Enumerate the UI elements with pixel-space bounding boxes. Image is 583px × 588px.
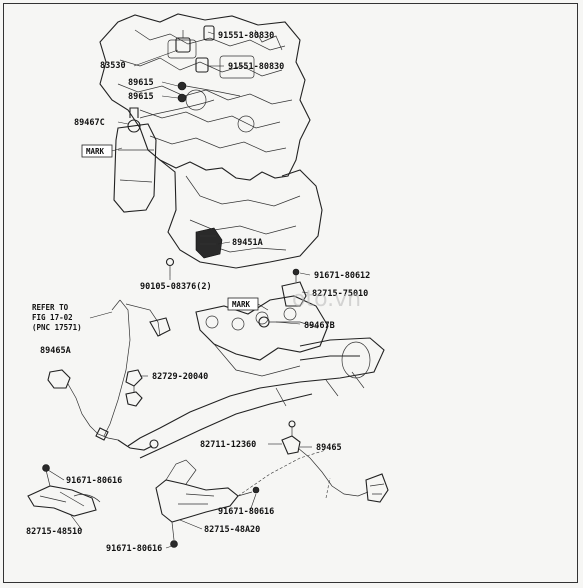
refer-to-note: REFER TO FIG 17-02 (PNC 17571) xyxy=(32,303,113,332)
exhaust-manifold xyxy=(195,268,329,377)
callout-90105-08376: 90105-08376(2) xyxy=(140,282,212,292)
callout-89467C: 89467C xyxy=(74,118,105,128)
callout-82715-75010: 82715-75010 xyxy=(312,289,368,299)
callout-89465: 89465 xyxy=(316,443,342,453)
callout-91671-80616-left: 91671-80616 xyxy=(66,476,122,486)
callout-89467B: 89467B xyxy=(304,321,335,331)
callout-91671-80616-bottom: 91671-80616 xyxy=(106,544,162,554)
callout-91671-80612: 91671-80612 xyxy=(314,271,370,281)
sensor-89465A-assembly xyxy=(47,299,171,451)
svg-text:FIG 17-02: FIG 17-02 xyxy=(32,313,73,322)
sensor-89465-assembly xyxy=(281,420,389,503)
callout-91551-80830-mid: 91551-80830 xyxy=(228,62,284,72)
callout-91551-80830-top: 91551-80830 xyxy=(218,31,274,41)
callout-89451A: 89451A xyxy=(232,238,263,248)
mark-label-2: MARK xyxy=(227,297,269,311)
watermark-text: oto.vn xyxy=(292,287,361,312)
callout-89465A: 89465A xyxy=(40,346,71,356)
diagram-frame xyxy=(3,3,578,583)
callout-89615-upper: 89615 xyxy=(128,78,154,88)
callout-82715-48510: 82715-48510 xyxy=(26,527,82,537)
callout-91671-80616-mid: 91671-80616 xyxy=(218,507,274,517)
part-callouts: 91551-80830 83530 91551-80830 89615 8961… xyxy=(26,31,370,554)
svg-text:MARK: MARK xyxy=(232,300,251,309)
exhaust-pipe xyxy=(127,337,385,459)
svg-text:REFER TO: REFER TO xyxy=(32,303,69,312)
callout-83530: 83530 xyxy=(100,61,126,71)
leader-lines xyxy=(47,31,312,549)
callout-82715-48A20: 82715-48A20 xyxy=(204,525,260,535)
callout-89615-lower: 89615 xyxy=(128,92,154,102)
svg-text:MARK: MARK xyxy=(86,147,105,156)
callout-82729-20040: 82729-20040 xyxy=(152,372,208,382)
svg-text:(PNC 17571): (PNC 17571) xyxy=(32,323,82,332)
callout-82711-12360: 82711-12360 xyxy=(200,440,256,450)
bracket-82715-48510 xyxy=(27,464,101,517)
mark-label-1: MARK xyxy=(81,144,123,158)
engine-assembly xyxy=(99,13,323,276)
bracket-82715-48A20 xyxy=(155,449,331,548)
